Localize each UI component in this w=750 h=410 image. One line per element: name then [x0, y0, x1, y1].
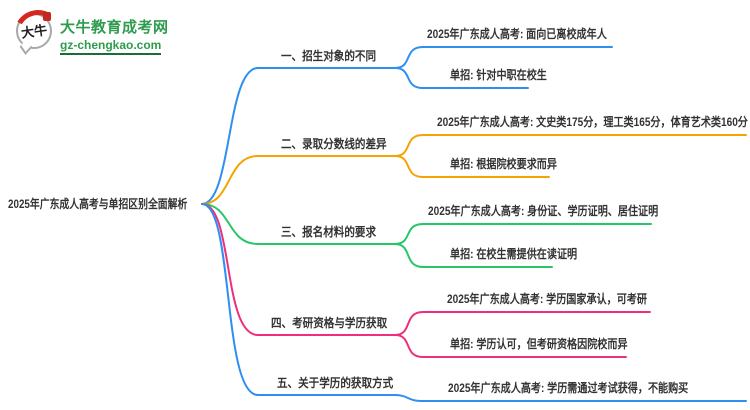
branch-3-label: 三、报名材料的要求	[281, 225, 377, 239]
branch-2-item-2-line	[394, 155, 550, 178]
branch-4-item-2-line	[394, 334, 627, 358]
branch-4-item-1: 2025年广东成人高考: 学历国家承认，可考研	[447, 292, 647, 306]
branch-2-label: 二、录取分数线的差异	[281, 137, 387, 151]
branch-1-trunk-line	[201, 67, 398, 205]
logo-domain: gz-chengkao.com	[60, 38, 162, 55]
logo-red-seal-icon	[43, 12, 51, 21]
branch-5-trunk-line	[201, 203, 398, 396]
branch-2-item-2: 单招: 根据院校要求而异	[450, 157, 557, 171]
branch-1-item-2: 单招: 针对中职在校生	[450, 68, 547, 82]
branch-5-item-1-line	[394, 394, 747, 402]
branch-1-item-1: 2025年广东成人高考: 面向已离校成年人	[427, 27, 607, 41]
branch-4-item-2: 单招: 学历认可，但考研资格因院校而异	[450, 337, 628, 351]
site-logo: 大牛 大牛教育成考网 gz-chengkao.com	[8, 4, 169, 64]
branch-2-trunk-line	[201, 155, 398, 205]
branch-3-item-1-line	[394, 223, 652, 245]
branch-4-label: 四、考研资格与学历获取	[271, 316, 388, 330]
logo-bubble-icon: 大牛	[8, 4, 68, 64]
branch-3-item-2: 单招: 在校生需提供在读证明	[450, 247, 578, 261]
branch-2-item-1: 2025年广东成人高考: 文史类175分，理工类165分，体育艺术类160分	[437, 115, 748, 129]
branch-3-item-1: 2025年广东成人高考: 身份证、学历证明、居住证明	[428, 204, 659, 218]
branch-1-item-1-line	[394, 46, 613, 69]
branch-5-label: 五、关于学历的获取方式	[277, 376, 394, 390]
branch-4-trunk-line	[201, 203, 398, 336]
logo-title: 大牛教育成考网	[60, 19, 169, 36]
branch-3-item-2-line	[394, 243, 553, 268]
branch-1-item-2-line	[394, 67, 529, 89]
branch-5-item-1: 2025年广东成人高考: 学历需通过考试获得，不能购买	[448, 381, 689, 395]
central-topic: 2025年广东成人高考与单招区别全面解析	[8, 197, 188, 211]
branch-3-trunk-line	[201, 203, 398, 245]
branch-1-label: 一、招生对象的不同	[281, 49, 377, 63]
branch-4-item-1-line	[394, 311, 651, 336]
branch-2-item-1-line	[394, 134, 747, 157]
